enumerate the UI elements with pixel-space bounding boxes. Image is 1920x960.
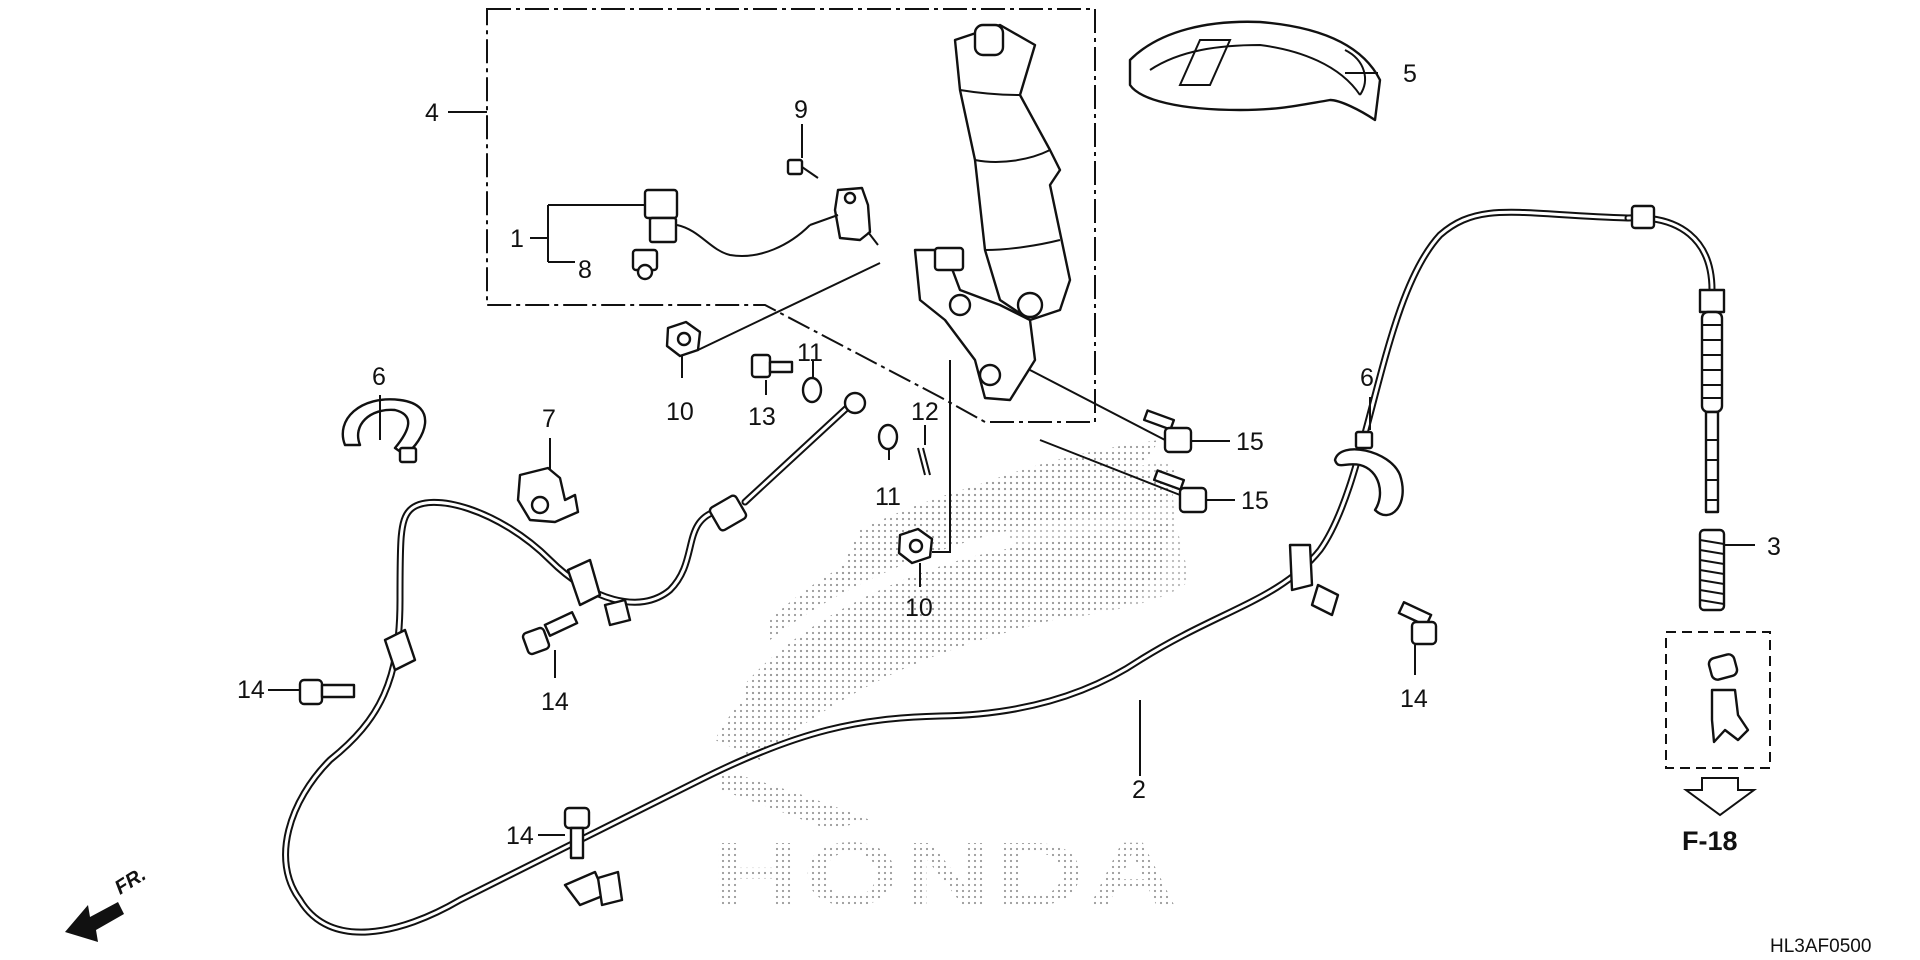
front-cable-end <box>708 391 867 532</box>
bolt-part-14-lower <box>563 806 591 860</box>
callout-6-left: 6 <box>372 363 386 391</box>
callout-11-upper: 11 <box>797 339 823 367</box>
washer-parts-11 <box>801 376 899 451</box>
f18-parts <box>1707 653 1750 744</box>
bolt-part-14-left <box>298 678 356 706</box>
cable-end-rod <box>1624 204 1726 514</box>
nut-part-10-lower <box>897 527 934 565</box>
reference-box-outline <box>1665 631 1771 769</box>
bolt-part-14-right <box>1397 601 1438 646</box>
callout-1: 1 <box>510 225 524 253</box>
callout-6-right: 6 <box>1360 364 1374 392</box>
callout-12: 12 <box>911 398 939 426</box>
callout-11-lower: 11 <box>875 483 901 511</box>
reference-label: F-18 <box>1682 826 1738 856</box>
bolt-part-9 <box>786 158 819 179</box>
callout-7: 7 <box>542 405 556 433</box>
lever-assembly <box>913 23 1072 402</box>
switch-assembly <box>631 186 879 281</box>
callout-9: 9 <box>794 96 808 124</box>
cable-clamps <box>383 543 1340 907</box>
honda-watermark: HONDA <box>710 825 1180 925</box>
leader-lines <box>268 72 1755 836</box>
callout-14-left: 14 <box>237 676 265 704</box>
callout-14-mid: 14 <box>541 688 569 716</box>
honda-wing-watermark: HONDA <box>710 440 1190 925</box>
callout-5: 5 <box>1403 60 1417 88</box>
band-clamp-right <box>1333 430 1404 517</box>
spring-part <box>1698 528 1726 612</box>
assembly-box-outline <box>486 8 1096 423</box>
callout-13: 13 <box>748 403 776 431</box>
callout-3: 3 <box>1767 533 1781 561</box>
callout-4: 4 <box>425 99 439 127</box>
band-clamp-left <box>341 398 427 464</box>
parking-brake-cable <box>282 208 1632 936</box>
callout-10-upper: 10 <box>666 398 694 426</box>
callout-14-right: 14 <box>1400 685 1428 713</box>
callout-14-lower: 14 <box>506 822 534 850</box>
bolt-part-13 <box>750 353 794 379</box>
nut-part-10-upper <box>665 320 702 358</box>
lever-boot-cover <box>1128 20 1382 122</box>
diagram-code: HL3AF0500 <box>1770 936 1871 957</box>
callout-8: 8 <box>578 256 592 284</box>
callout-15-upper: 15 <box>1236 428 1264 456</box>
reference-arrow-icon <box>1682 777 1758 817</box>
cotter-pin-12 <box>917 447 931 476</box>
front-direction-arrow-icon <box>65 902 124 942</box>
front-direction-label: FR. <box>111 864 150 900</box>
callout-2: 2 <box>1132 776 1146 804</box>
callout-15-lower: 15 <box>1241 487 1269 515</box>
callout-10-lower: 10 <box>905 594 933 622</box>
bolt-part-14-mid <box>521 611 579 656</box>
clip-part-7 <box>516 466 580 524</box>
